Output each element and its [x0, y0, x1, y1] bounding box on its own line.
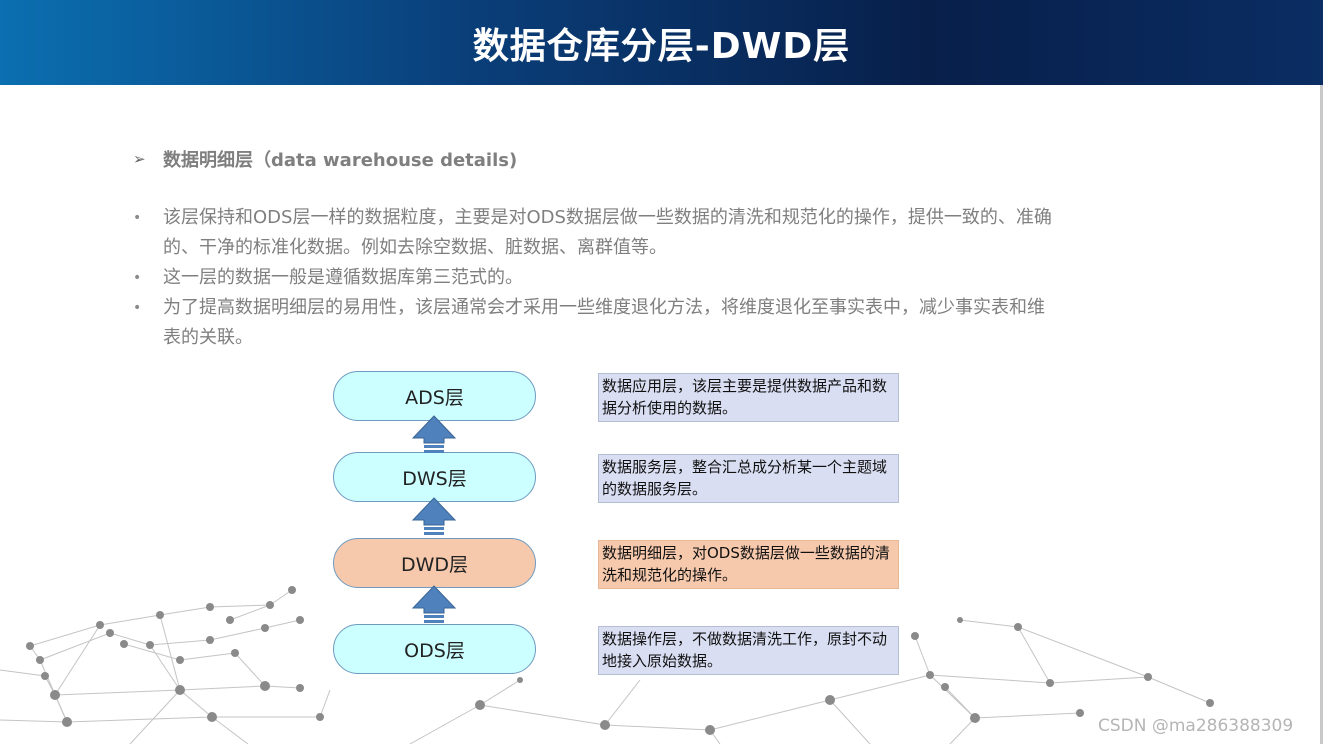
desc-box-dws: 数据服务层，整合汇总成分析某一个主题域的数据服务层。	[598, 454, 899, 503]
bullet-item: • 该层保持和ODS层一样的数据粒度，主要是对ODS数据层做一些数据的清洗和规范…	[133, 203, 1053, 263]
layer-box-ads: ADS层	[333, 371, 536, 421]
up-arrow-icon	[411, 585, 457, 623]
desc-box-dwd: 数据明细层，对ODS数据层做一些数据的清洗和规范化的操作。	[598, 540, 899, 589]
bullet-text: 为了提高数据明细层的易用性，该层通常会才采用一些维度退化方法，将维度退化至事实表…	[163, 297, 1045, 348]
bullet-item: • 为了提高数据明细层的易用性，该层通常会才采用一些维度退化方法，将维度退化至事…	[133, 293, 1053, 353]
bullet-text: 这一层的数据一般是遵循数据库第三范式的。	[163, 267, 523, 288]
bullet-item: • 这一层的数据一般是遵循数据库第三范式的。	[133, 263, 1053, 293]
header-banner	[0, 0, 1323, 85]
arrow-bullet-icon: ➢	[133, 150, 146, 168]
bullet-dot-icon: •	[133, 210, 142, 226]
desc-box-ads: 数据应用层，该层主要是提供数据产品和数据分析使用的数据。	[598, 373, 899, 422]
section-heading-text: 数据明细层（data warehouse details)	[163, 150, 518, 171]
layer-box-dwd: DWD层	[333, 538, 536, 588]
watermark: CSDN @ma286388309	[1098, 716, 1294, 736]
bullet-dot-icon: •	[133, 300, 142, 316]
bullet-list: • 该层保持和ODS层一样的数据粒度，主要是对ODS数据层做一些数据的清洗和规范…	[133, 203, 1053, 353]
desc-box-ods: 数据操作层，不做数据清洗工作，原封不动地接入原始数据。	[598, 626, 899, 675]
layer-box-dws: DWS层	[333, 452, 536, 502]
slide-edge	[1320, 85, 1323, 744]
page-title: 数据仓库分层-DWD层	[472, 25, 851, 67]
up-arrow-icon	[411, 497, 457, 535]
section-heading: ➢ 数据明细层（data warehouse details)	[133, 146, 517, 172]
layer-box-ods: ODS层	[333, 624, 536, 674]
up-arrow-icon	[411, 415, 457, 453]
bullet-dot-icon: •	[133, 270, 142, 286]
bullet-text: 该层保持和ODS层一样的数据粒度，主要是对ODS数据层做一些数据的清洗和规范化的…	[163, 207, 1052, 258]
